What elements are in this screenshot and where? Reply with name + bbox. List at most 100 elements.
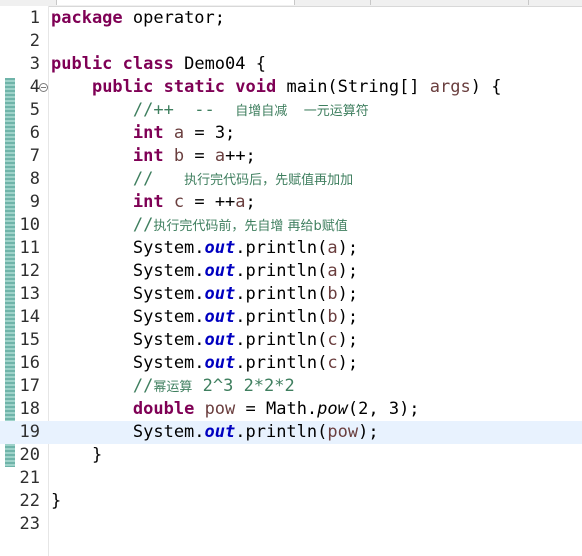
code-token: = (184, 146, 215, 166)
code-token: 执行完代码前，先自增 再给b赋值 (153, 219, 348, 234)
code-token: System. (51, 261, 205, 281)
code-token: } (51, 491, 62, 511)
editor-tab-strip (0, 0, 582, 7)
code-text: //执行完代码前，先自增 再给b赋值 (51, 214, 348, 238)
code-line[interactable]: 23 (0, 513, 582, 536)
code-line[interactable]: 10 //执行完代码前，先自增 再给b赋值 (0, 214, 582, 237)
code-line[interactable]: 5 //++ -- 自增自减 一元运算符 (0, 99, 582, 122)
code-token: //++ -- (132, 100, 236, 120)
code-token: a (214, 146, 226, 166)
code-line[interactable]: 15 System.out.println(c); (0, 329, 582, 352)
code-token (112, 54, 122, 74)
code-token: = ++ (184, 192, 236, 212)
code-token: System. (51, 353, 205, 373)
code-line[interactable]: 22} (0, 490, 582, 513)
code-text: double pow = Math.pow(2, 3); (51, 398, 420, 421)
code-line[interactable]: 4 public static void main(String[] args)… (0, 76, 582, 99)
code-token: out (204, 422, 236, 442)
code-token: operator; (122, 8, 226, 28)
code-token: 自增自减 一元运算符 (235, 104, 369, 119)
code-token: .println( (235, 238, 328, 258)
code-token (164, 123, 174, 143)
code-line[interactable]: 13 System.out.println(b); (0, 283, 582, 306)
code-token: ) { (470, 77, 502, 97)
line-number: 11 (19, 238, 40, 258)
code-text: public static void main(String[] args) { (51, 76, 502, 99)
code-token: main(String[] (276, 77, 430, 97)
code-line[interactable]: 11 System.out.println(a); (0, 237, 582, 260)
code-line[interactable]: 18 double pow = Math.pow(2, 3); (0, 398, 582, 421)
code-line[interactable]: 2 (0, 30, 582, 53)
line-number: 10 (19, 215, 40, 235)
code-token: args (429, 77, 471, 97)
code-token (194, 399, 204, 419)
code-token: c (327, 330, 338, 350)
code-token: (2, 3); (347, 399, 420, 419)
current-code-line[interactable]: 19 System.out.println(pow); (0, 421, 582, 444)
fold-collapse-icon[interactable] (39, 83, 48, 92)
line-number: 16 (19, 353, 40, 373)
code-line[interactable]: 16 System.out.println(c); (0, 352, 582, 375)
line-number: 22 (19, 491, 40, 511)
code-token: void (235, 77, 277, 97)
code-text: int c = ++a; (51, 191, 256, 214)
code-line[interactable]: 8 // 执行完代码后，先赋值再加加 (0, 168, 582, 191)
code-token (51, 399, 133, 419)
editor-tab[interactable] (56, 0, 295, 5)
code-token: .println( (235, 284, 328, 304)
code-line[interactable]: 21 (0, 467, 582, 490)
code-token (51, 146, 133, 166)
code-token: int (132, 192, 164, 212)
code-token: ); (337, 330, 359, 350)
code-line[interactable]: 17 //幂运算 2^3 2*2*2 (0, 375, 582, 398)
code-line[interactable]: 7 int b = a++; (0, 145, 582, 168)
code-token: .println( (235, 353, 328, 373)
code-token: .println( (235, 422, 328, 442)
code-token: int (132, 123, 164, 143)
line-number: 4 (29, 77, 40, 97)
code-token: Demo04 { (173, 54, 266, 74)
code-token: class (122, 54, 174, 74)
code-line[interactable]: 14 System.out.println(b); (0, 306, 582, 329)
code-token (51, 77, 92, 97)
quick-diff-change-marker (5, 78, 15, 467)
line-number: 1 (29, 8, 40, 28)
code-token: package (51, 8, 123, 28)
code-token: // (132, 215, 154, 235)
code-line[interactable]: 1 package operator; (0, 7, 582, 30)
code-token (51, 192, 133, 212)
code-token: b (173, 146, 185, 166)
line-number: 8 (29, 169, 40, 189)
code-token: out (204, 284, 236, 304)
code-token: // (132, 169, 185, 189)
code-token: public (91, 77, 154, 97)
code-token: out (204, 238, 236, 258)
code-token: a (327, 261, 338, 281)
code-line[interactable]: 20 } (0, 444, 582, 467)
code-line[interactable]: 12 System.out.println(a); (0, 260, 582, 283)
tab-divider (528, 0, 529, 5)
code-token: = Math. (235, 399, 318, 419)
code-text: public class Demo04 { (51, 53, 266, 76)
tab-divider (370, 0, 371, 5)
code-token: // (132, 376, 154, 396)
line-number: 5 (29, 100, 40, 120)
code-token (51, 123, 133, 143)
code-token: ); (337, 284, 359, 304)
code-text: //幂运算 2^3 2*2*2 (51, 375, 295, 399)
code-text: int b = a++; (51, 145, 256, 168)
code-token: b (327, 307, 338, 327)
code-line[interactable]: 6 int a = 3; (0, 122, 582, 145)
code-text: } (51, 490, 61, 513)
code-line[interactable]: 9 int c = ++a; (0, 191, 582, 214)
code-text: System.out.println(c); (51, 352, 358, 375)
code-text: System.out.println(b); (51, 306, 358, 329)
code-token: System. (51, 307, 205, 327)
line-number: 18 (19, 399, 40, 419)
code-token (51, 100, 133, 120)
code-token: ); (337, 353, 359, 373)
code-token (164, 192, 174, 212)
code-token: a (173, 123, 185, 143)
line-number: 12 (19, 261, 40, 281)
